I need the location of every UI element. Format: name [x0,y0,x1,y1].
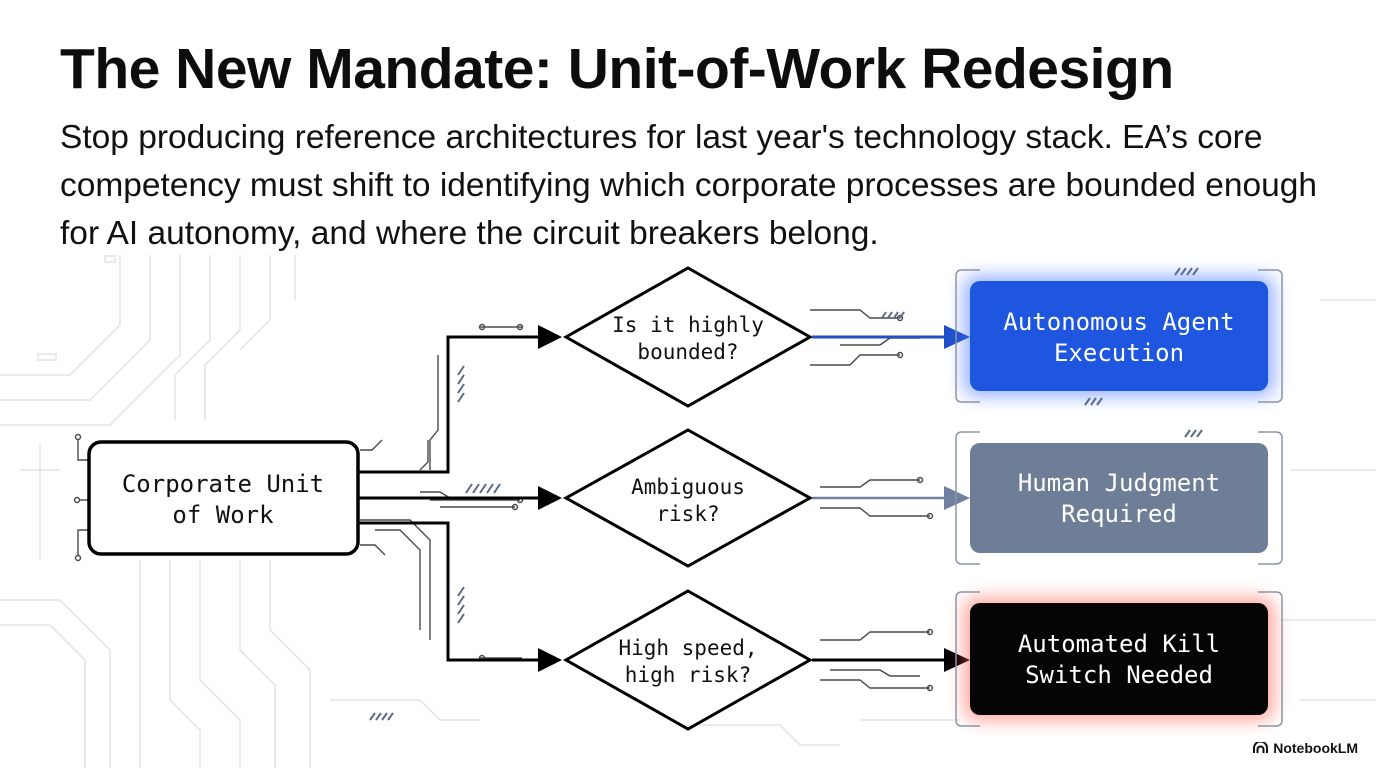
connector-to-decision-1 [358,332,559,474]
decision-3-line2: high risk? [625,663,751,687]
decision-1-line2: bounded? [637,340,738,364]
decision-node-ambiguous: Ambiguous risk? [562,428,814,568]
outcome-connectors [812,325,970,672]
circuit-traces [73,309,934,692]
decision-3-line1: High speed, [618,636,757,660]
brand-label: NotebookLM [1273,740,1358,756]
outcome-2-line1: Human Judgment [1018,469,1220,497]
source-node: Corporate Unit of Work [87,440,360,556]
outcome-3-line1: Automated Kill [1018,630,1220,658]
source-connectors [358,332,559,665]
outcome-node-kill-switch: Automated Kill Switch Needed [955,591,1283,727]
decision-2-line2: risk? [656,502,719,526]
slide-title: The New Mandate: Unit-of-Work Redesign [60,37,1174,101]
outcome-2-line2: Required [1061,500,1177,528]
connector-to-decision-3 [358,521,559,665]
notebooklm-branding: NotebookLM [1253,740,1358,756]
decision-2-line1: Ambiguous [631,475,745,499]
outcome-1-line2: Execution [1054,339,1184,367]
decision-node-bounded: Is it highly bounded? [562,266,814,408]
decision-flow-diagram: Corporate Unit of Work Is it highly boun… [0,255,1376,768]
hatch-marks [369,267,1203,721]
circuit-background [0,255,1376,768]
notebooklm-icon [1253,742,1269,753]
arrowheads [538,325,562,672]
source-label-line1: Corporate Unit [122,470,324,498]
decision-1-line1: Is it highly [612,313,764,337]
slide-subtitle: Stop producing reference architectures f… [60,119,1317,252]
outcome-1-line1: Autonomous Agent [1003,308,1234,336]
outcome-node-human: Human Judgment Required [955,431,1283,565]
outcome-3-line2: Switch Needed [1025,661,1213,689]
outcome-node-autonomous: Autonomous Agent Execution [955,269,1283,403]
decision-node-high-risk: High speed, high risk? [562,589,814,731]
source-label-line2: of Work [172,501,274,529]
